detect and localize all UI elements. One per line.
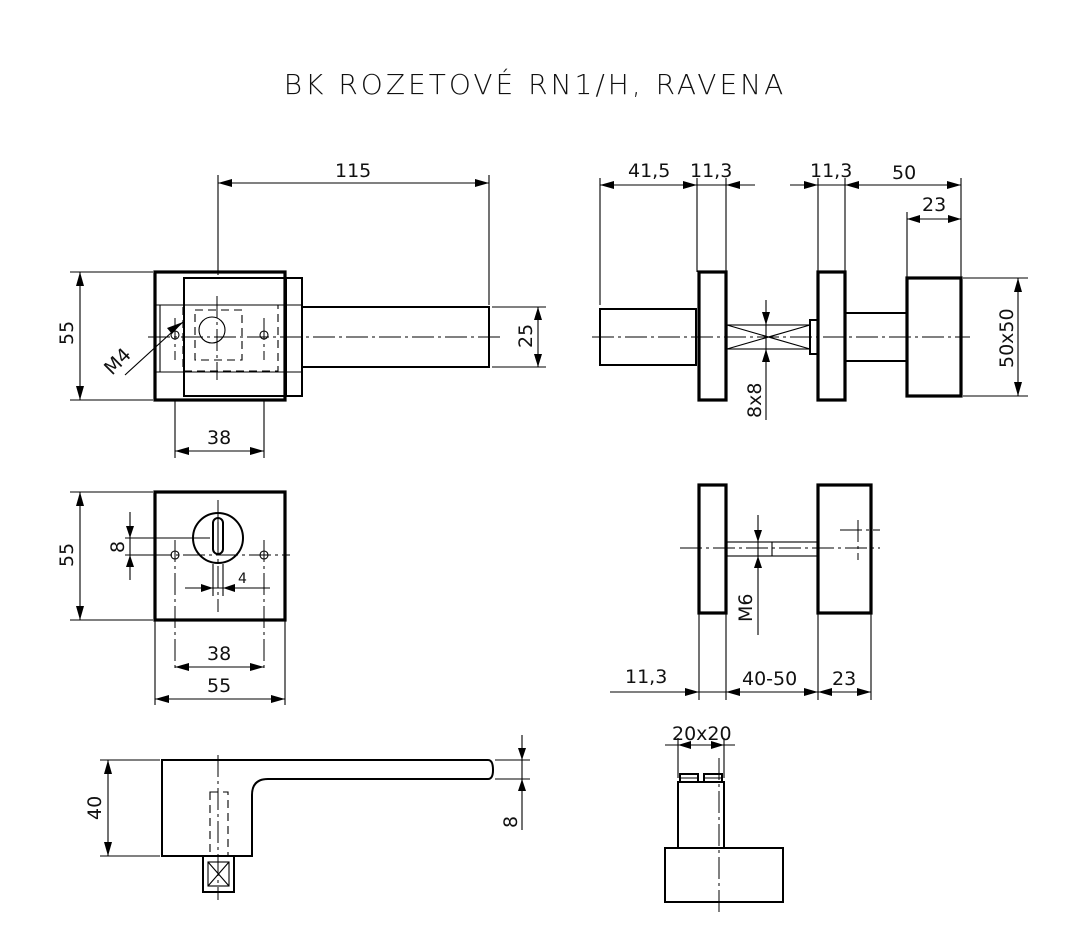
dim-8-key: 8 <box>107 541 129 553</box>
rose-mid-right <box>816 483 873 615</box>
dim-55-top: 55 <box>56 321 78 345</box>
top-right-view: 41,5 11,3 11,3 50 23 50x50 8x8 <box>592 160 1028 420</box>
dim-23-top: 23 <box>922 194 946 216</box>
rose-left <box>697 270 728 402</box>
dim-50: 50 <box>892 162 916 184</box>
lever-profile <box>161 759 495 857</box>
bottom-right-view: 20x20 <box>664 723 784 915</box>
dim-11-3-b: 11,3 <box>810 160 852 182</box>
dim-55-mid: 55 <box>56 543 78 567</box>
middle-right-view: M6 11,3 40-50 23 <box>610 483 880 700</box>
rose-right <box>816 270 847 402</box>
rose-mid-left <box>697 483 728 615</box>
dim-50x50: 50x50 <box>996 308 1018 368</box>
bottom-left-view: 40 8 <box>84 735 530 900</box>
label-m4: M4 <box>100 344 136 380</box>
dim-8-lever: 8 <box>500 816 522 828</box>
rosette-front <box>153 490 287 622</box>
dim-40: 40 <box>84 796 106 820</box>
spindle-hole <box>198 316 226 344</box>
dim-4: 4 <box>238 571 247 587</box>
dim-11-3-mid: 11,3 <box>625 666 667 688</box>
dim-8x8: 8x8 <box>744 383 766 418</box>
dim-38-mid: 38 <box>207 643 231 665</box>
dim-23-mid: 23 <box>832 668 856 690</box>
dim-115: 115 <box>335 160 371 182</box>
spindle-body <box>677 781 725 849</box>
dim-38-top: 38 <box>207 427 231 449</box>
dim-20x20: 20x20 <box>672 723 732 745</box>
dim-25: 25 <box>515 324 537 348</box>
dim-11-3-a: 11,3 <box>690 160 732 182</box>
knob-shaft <box>599 308 697 366</box>
dim-m6: M6 <box>735 594 757 622</box>
middle-left-view: 55 8 4 38 55 <box>56 490 290 705</box>
drawing-title: BK ROZETOVÉ RN1/H, RAVENA <box>283 68 787 101</box>
dim-55-bottom: 55 <box>207 675 231 697</box>
dim-41-5: 41,5 <box>628 160 670 182</box>
base-block <box>664 847 784 903</box>
top-left-view: 115 55 25 38 M4 <box>56 160 546 458</box>
dim-40-50: 40-50 <box>742 668 797 690</box>
